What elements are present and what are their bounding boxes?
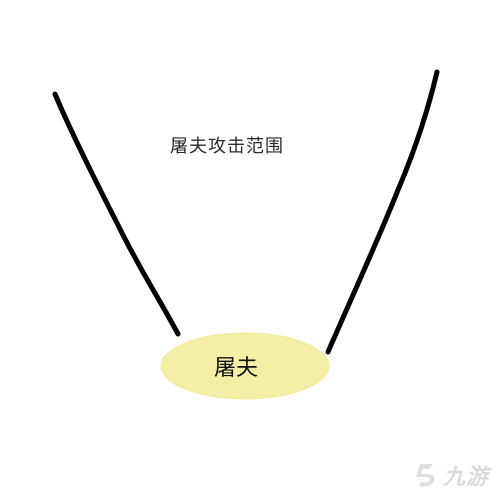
right-range-line <box>325 69 440 355</box>
attack-range-label: 屠夫攻击范围 <box>170 136 284 157</box>
left-range-line <box>52 91 181 337</box>
watermark-text: 九游 <box>442 465 489 490</box>
unit-ellipse <box>160 332 330 400</box>
watermark: 九游 <box>411 459 489 491</box>
nine-game-logo-icon <box>415 464 435 487</box>
unit-label: 屠夫 <box>214 356 259 381</box>
